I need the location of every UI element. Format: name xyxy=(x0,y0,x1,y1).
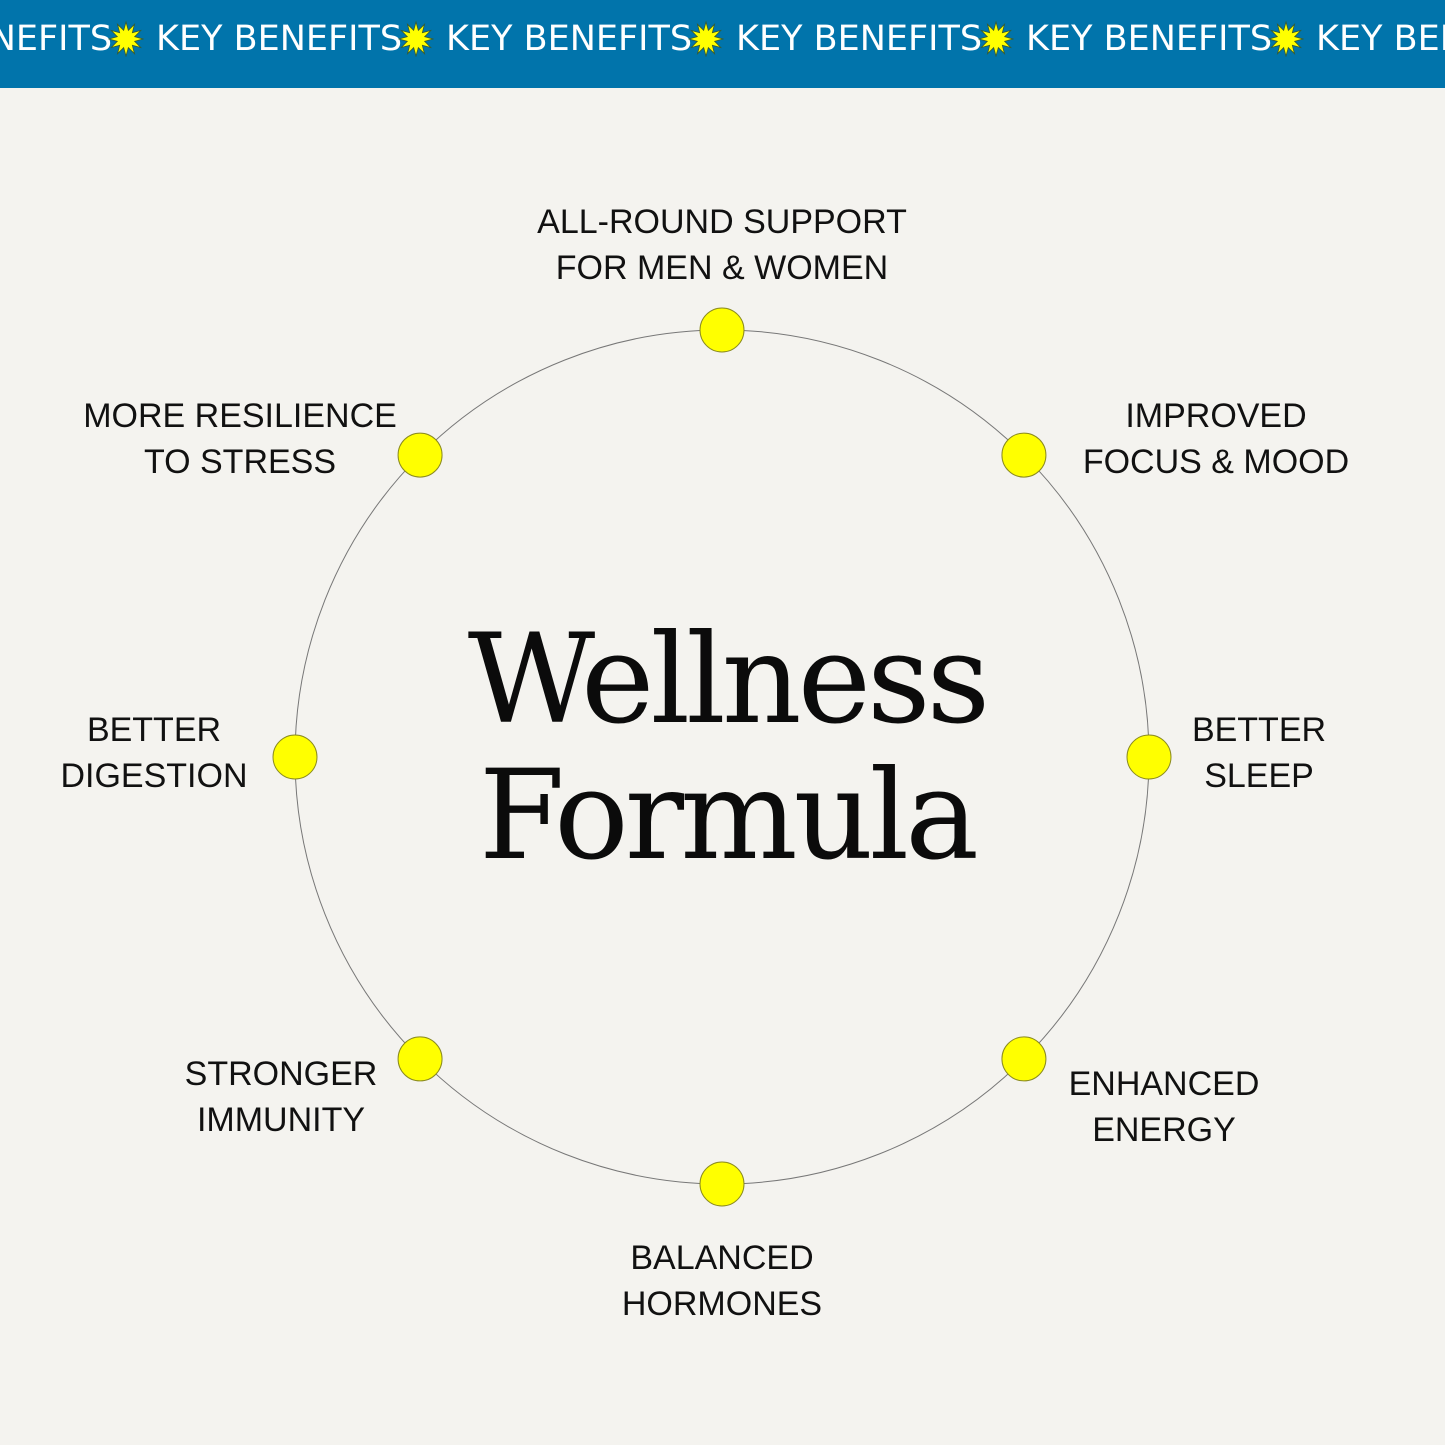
label-line: STRONGER xyxy=(184,1055,378,1093)
benefit-dot xyxy=(699,307,745,353)
benefit-dot xyxy=(397,1036,443,1082)
starburst-icon xyxy=(978,21,1014,57)
banner-text: KEY BENEFITS xyxy=(1316,19,1445,59)
label-line: FOCUS & MOOD xyxy=(1082,443,1350,481)
label-line: SLEEP xyxy=(1204,757,1314,795)
benefit-dot xyxy=(699,1161,745,1207)
label-line: MORE RESILIENCE xyxy=(83,397,397,435)
banner-item: KEY BENEFITS xyxy=(1026,19,1316,59)
banner-ticker: KEY BENEFITS KEY BENEFITS KEY BENEFITS KEY … xyxy=(0,19,1445,59)
label-line: ALL-ROUND SUPPORT xyxy=(537,203,907,241)
banner-text: KEY BENEFITS xyxy=(0,19,113,59)
label-line: TO STRESS xyxy=(143,443,337,481)
starburst-icon xyxy=(398,21,434,57)
label-line: ENERGY xyxy=(1092,1111,1236,1149)
benefit-dot xyxy=(1001,432,1047,478)
benefit-label-focus: IMPROVED FOCUS & MOOD xyxy=(1083,393,1349,485)
banner-item: KEY BENEFITS xyxy=(1316,19,1445,59)
starburst-icon xyxy=(1268,21,1304,57)
banner-text: KEY BENEFITS xyxy=(446,19,693,59)
banner-item: KEY BENEFITS xyxy=(736,19,1026,59)
benefit-label-sleep: BETTER SLEEP xyxy=(1192,707,1326,799)
banner-item: KEY BENEFITS xyxy=(156,19,446,59)
benefit-label-immunity: STRONGER IMMUNITY xyxy=(185,1051,378,1143)
benefit-dot xyxy=(272,734,318,780)
banner-text: KEY BENEFITS xyxy=(1026,19,1273,59)
benefit-label-support: ALL-ROUND SUPPORT FOR MEN & WOMEN xyxy=(537,199,907,291)
label-line: IMPROVED xyxy=(1125,397,1307,435)
label-line: ENHANCED xyxy=(1068,1065,1260,1103)
label-line: HORMONES xyxy=(621,1285,823,1323)
benefit-label-digestion: BETTER DIGESTION xyxy=(60,707,247,799)
label-line: IMMUNITY xyxy=(196,1101,366,1139)
page-title: Wellness Formula xyxy=(467,608,991,888)
label-line: BETTER xyxy=(1191,711,1327,749)
key-benefits-banner: KEY BENEFITS KEY BENEFITS KEY BENEFITS KEY … xyxy=(0,0,1445,88)
benefit-dot xyxy=(1126,734,1172,780)
starburst-icon xyxy=(108,21,144,57)
title-line-2: Formula xyxy=(478,744,979,888)
benefit-label-energy: ENHANCED ENERGY xyxy=(1069,1061,1260,1153)
benefit-dot xyxy=(1001,1036,1047,1082)
label-line: BETTER xyxy=(86,711,222,749)
starburst-icon xyxy=(688,21,724,57)
title-line-1: Wellness xyxy=(467,608,991,752)
label-line: BALANCED xyxy=(630,1239,814,1277)
label-line: DIGESTION xyxy=(60,757,248,795)
benefit-label-stress: MORE RESILIENCE TO STRESS xyxy=(83,393,397,485)
banner-text: KEY BENEFITS xyxy=(156,19,403,59)
banner-item: KEY BENEFITS xyxy=(446,19,736,59)
benefit-dot xyxy=(397,432,443,478)
banner-item: KEY BENEFITS xyxy=(0,19,156,59)
benefit-label-hormones: BALANCED HORMONES xyxy=(622,1235,822,1327)
banner-text: KEY BENEFITS xyxy=(736,19,983,59)
label-line: FOR MEN & WOMEN xyxy=(555,249,889,287)
